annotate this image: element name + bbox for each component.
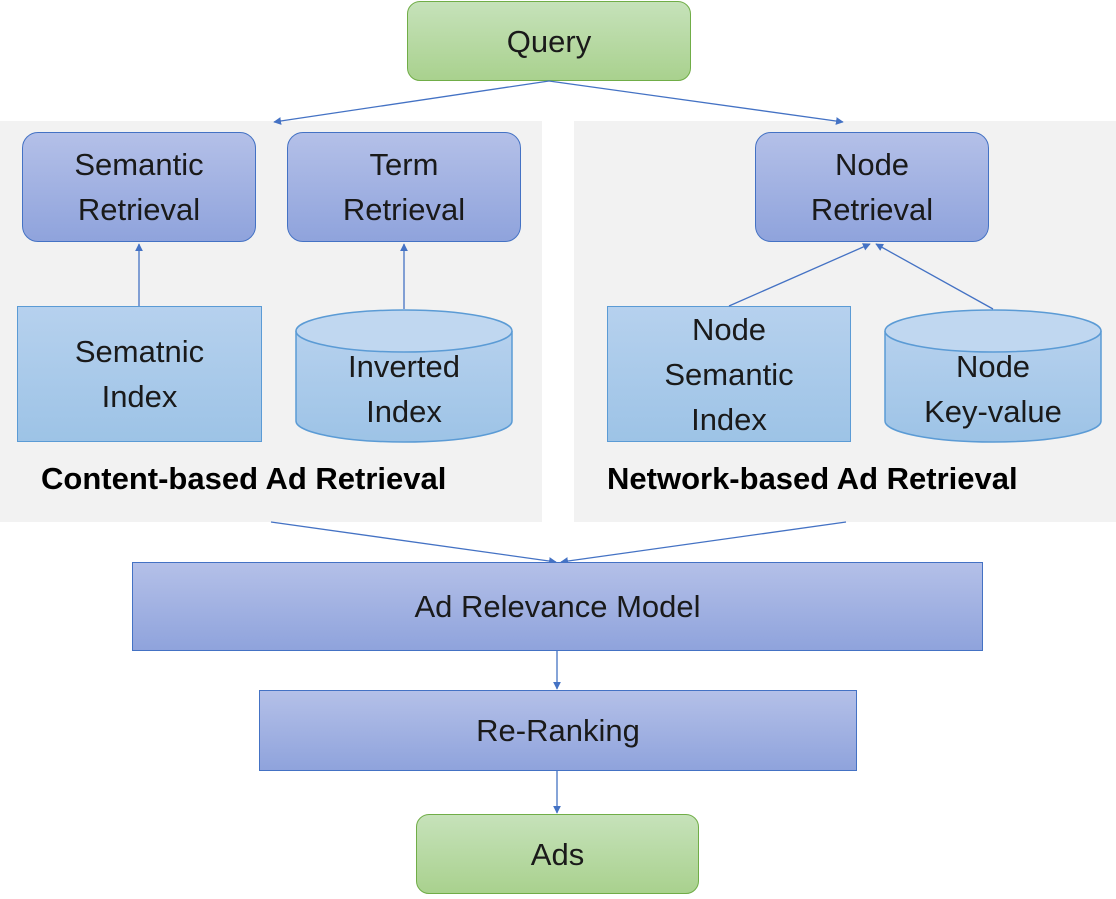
semantic-retrieval-line-2: Retrieval <box>77 192 201 227</box>
node-key-value-label: Node Key-value <box>885 344 1101 434</box>
query-node: Query <box>407 1 691 81</box>
ads-label: Ads <box>530 836 585 872</box>
ad-relevance-model-node: Ad Relevance Model <box>132 562 983 651</box>
term-retrieval-node: Term Retrieval <box>287 132 521 242</box>
term-retrieval-line-2: Retrieval <box>342 192 466 227</box>
network-based-title: Network-based Ad Retrieval <box>607 461 1018 496</box>
inverted-index-label: Inverted Index <box>296 344 512 434</box>
inverted-index-line-1: Inverted <box>347 349 460 384</box>
arrow-content-to-relevance <box>270 521 557 565</box>
arrow-network-to-relevance <box>560 521 847 565</box>
node-semantic-index-line-3: Index <box>691 401 767 437</box>
node-retrieval-line-1: Node <box>834 147 910 182</box>
arrow-query-to-network <box>548 80 844 125</box>
node-retrieval-node: Node Retrieval <box>755 132 989 242</box>
inverted-index-line-2: Index <box>366 394 442 429</box>
arrow-node-semantic-to-node-retrieval <box>728 243 871 307</box>
node-key-value-line-2: Key-value <box>924 394 1062 429</box>
re-ranking-label: Re-Ranking <box>476 713 640 748</box>
semantic-retrieval-node: Semantic Retrieval <box>22 132 256 242</box>
semantic-retrieval-line-1: Semantic <box>74 147 204 182</box>
node-semantic-index-line-1: Node <box>691 311 767 347</box>
semantic-index-node: Sematnic Index <box>17 306 262 442</box>
arrow-node-key-value-to-node-retrieval <box>875 243 994 310</box>
node-retrieval-line-2: Retrieval <box>810 192 934 227</box>
semantic-index-line-1: Sematnic <box>74 334 205 369</box>
inverted-index-cylinder <box>295 309 513 443</box>
node-key-value-line-1: Node <box>955 349 1031 384</box>
content-based-title: Content-based Ad Retrieval <box>41 461 447 496</box>
node-semantic-index-node: Node Semantic Index <box>607 306 851 442</box>
ads-node: Ads <box>416 814 699 894</box>
arrow-query-to-content <box>273 80 550 125</box>
node-key-value-cylinder <box>884 309 1102 443</box>
query-label: Query <box>506 23 592 59</box>
node-semantic-index-line-2: Semantic <box>664 356 794 392</box>
ad-relevance-model-label: Ad Relevance Model <box>414 589 701 624</box>
semantic-index-line-2: Index <box>101 379 178 414</box>
term-retrieval-line-1: Term <box>369 147 439 182</box>
re-ranking-node: Re-Ranking <box>259 690 857 771</box>
